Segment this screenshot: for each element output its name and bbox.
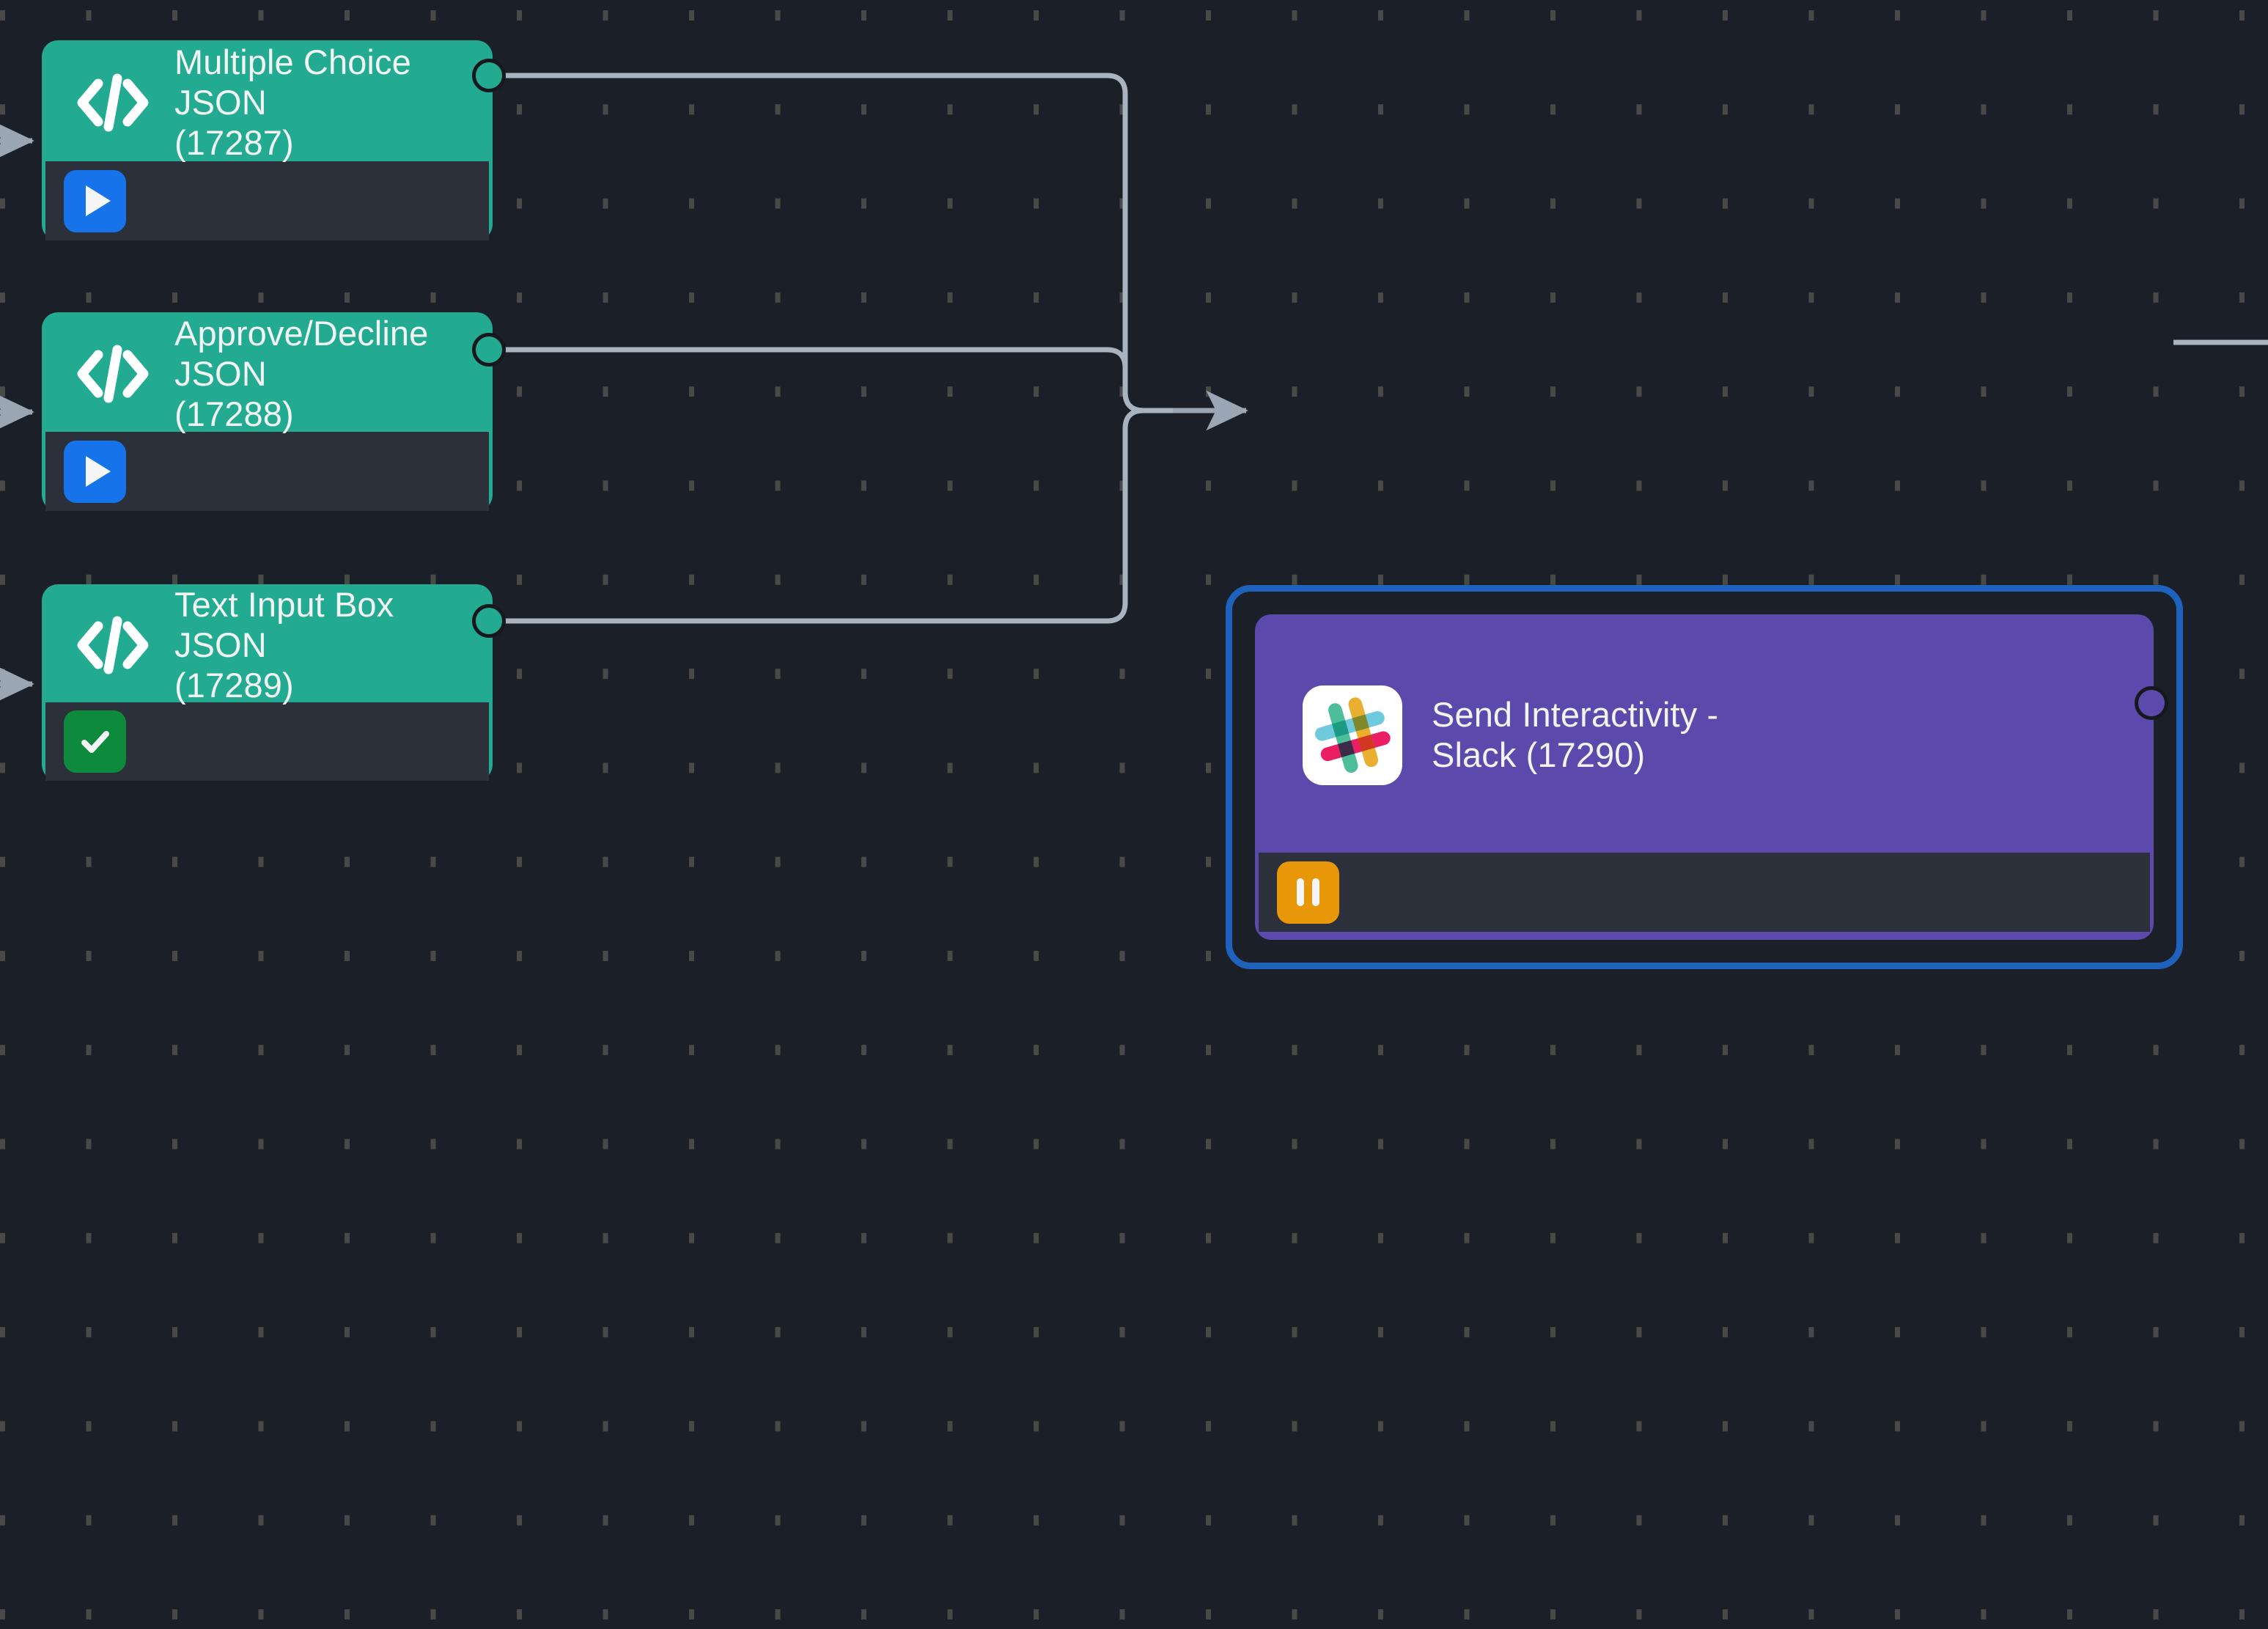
status-play-icon[interactable]	[64, 169, 126, 232]
node-title: Approve/Decline JSON (17288)	[174, 313, 429, 433]
node-header: Text Input Box JSON (17289)	[45, 585, 489, 705]
node-text-input-box-json[interactable]: Text Input Box JSON (17289)	[42, 584, 506, 781]
node-title: Send Interactivity - Slack (17290)	[1432, 695, 1719, 774]
slack-logo-icon	[1303, 685, 1402, 785]
edge-17287-to-17290	[501, 73, 1220, 413]
edge-17288-to-17290	[501, 347, 1220, 413]
code-brackets-icon	[76, 71, 150, 134]
node-body	[45, 432, 489, 511]
node-body	[45, 161, 489, 240]
node-send-interactivity-slack[interactable]: Send Interactivity - Slack (17290)	[1255, 614, 2168, 940]
node-approve-decline-json[interactable]: Approve/Decline JSON (17288)	[42, 312, 506, 511]
node-body	[1259, 853, 2150, 932]
output-port[interactable]	[2135, 686, 2168, 720]
edge-17289-to-17290	[501, 408, 1220, 624]
node-body	[45, 702, 489, 781]
output-port[interactable]	[472, 59, 506, 92]
status-pause-icon[interactable]	[1277, 861, 1339, 924]
node-title: Text Input Box JSON (17289)	[174, 584, 394, 705]
code-brackets-icon	[76, 342, 150, 405]
node-header: Approve/Decline JSON (17288)	[45, 313, 489, 433]
output-port[interactable]	[472, 333, 506, 367]
status-play-icon[interactable]	[64, 440, 126, 503]
node-title: Multiple Choice JSON (17287)	[174, 42, 411, 162]
status-check-icon[interactable]	[64, 710, 126, 773]
node-header: Send Interactivity - Slack (17290)	[1259, 618, 2150, 853]
node-multiple-choice-json[interactable]: Multiple Choice JSON (17287)	[42, 40, 506, 240]
output-port[interactable]	[472, 604, 506, 638]
code-brackets-icon	[76, 614, 150, 677]
node-header: Multiple Choice JSON (17287)	[45, 42, 489, 162]
